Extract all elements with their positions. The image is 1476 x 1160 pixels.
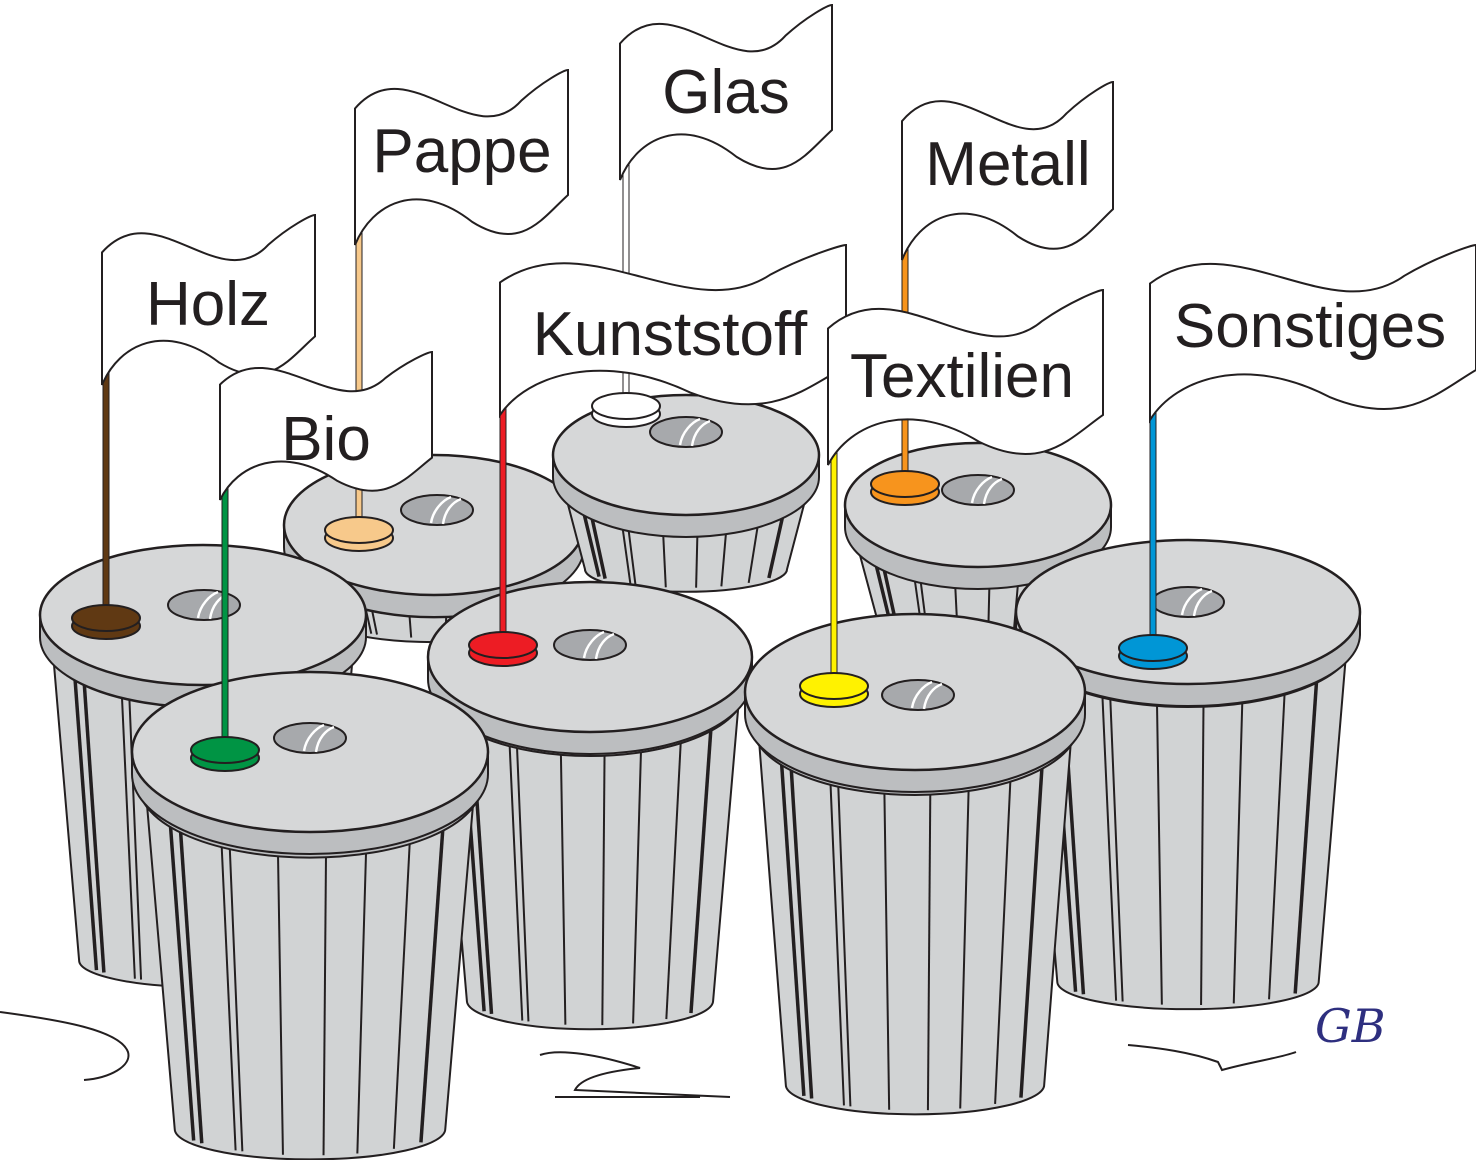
flag-label-glas: Glas — [662, 58, 789, 127]
bin-rib — [559, 710, 567, 1025]
bin-rib — [177, 807, 204, 1144]
flag-pole — [830, 438, 838, 687]
bin-rib — [392, 807, 413, 1149]
bin-rib — [514, 710, 530, 1022]
flag-bio — [219, 350, 433, 501]
lid-slot — [553, 629, 627, 661]
bin-rib — [926, 746, 932, 1111]
bin-rib — [227, 807, 244, 1152]
flag-label-kunststoff: Kunststoff — [533, 300, 808, 369]
bin-rib — [419, 807, 447, 1143]
flag-pappe — [354, 68, 569, 246]
bin-rib — [1232, 663, 1245, 1004]
signature-mark: GB — [1315, 999, 1386, 1053]
bin-rib — [72, 665, 99, 971]
lid-slot — [1151, 586, 1225, 618]
flag-holz — [101, 213, 316, 386]
bin-rib — [827, 746, 845, 1106]
pole-base-disc — [190, 736, 260, 772]
bin-glas: Glas — [551, 3, 833, 593]
pole-base-disc — [870, 470, 940, 506]
flag-pole — [221, 477, 229, 751]
flag-pole — [1149, 393, 1157, 649]
bin-rib — [1155, 663, 1163, 1005]
lid-slot — [881, 679, 955, 711]
flag-label-holz: Holz — [146, 270, 270, 339]
lid-slot — [273, 722, 347, 754]
pole-base-disc — [799, 672, 869, 708]
lid-slot — [649, 416, 723, 448]
lid-slot — [941, 474, 1015, 506]
bin-rib — [507, 710, 524, 1021]
bin-rib — [1019, 746, 1045, 1098]
bin-rib — [665, 710, 684, 1020]
bin-body — [757, 733, 1073, 1116]
ground-stroke — [539, 1051, 731, 1098]
flag-metall — [901, 80, 1114, 261]
bin-body — [1028, 650, 1348, 1011]
ground-stroke — [0, 1011, 130, 1081]
bin-rib — [81, 665, 106, 973]
bin-body — [145, 795, 475, 1160]
flag-glas — [619, 3, 833, 181]
bin-rib — [356, 807, 369, 1154]
bin-rib — [1268, 663, 1288, 1000]
flag-label-pappe: Pappe — [372, 117, 551, 186]
bin-rib — [322, 807, 328, 1156]
lid-slot — [400, 494, 474, 526]
flag-label-bio: Bio — [281, 405, 371, 474]
bin-rib — [882, 746, 891, 1110]
ground-strokes — [0, 1011, 1297, 1098]
pole-base-disc — [324, 516, 394, 552]
ground-stroke — [1127, 1044, 1297, 1072]
bin-rib — [218, 807, 237, 1151]
bin-rib — [167, 807, 196, 1141]
bin-rib — [959, 746, 971, 1109]
pole-base-disc — [468, 631, 538, 667]
bin-rib — [1099, 663, 1118, 1001]
bin-rib — [994, 746, 1013, 1105]
pole-base-disc — [1118, 634, 1188, 670]
bin-rib — [788, 746, 814, 1099]
pole-base-disc — [591, 392, 661, 428]
flag-label-metall: Metall — [925, 130, 1090, 199]
pole-base-disc — [71, 604, 141, 640]
flag-textilien — [827, 288, 1104, 466]
bin-rib — [127, 665, 143, 980]
bin-rib — [1200, 663, 1205, 1006]
flag-label-textilien: Textilien — [850, 342, 1074, 411]
bin-kunststoff: Kunststoff — [426, 243, 847, 1031]
bin-bio: Bio — [130, 350, 490, 1160]
flag-label-sonstiges: Sonstiges — [1174, 292, 1446, 361]
bin-textilien: Textilien — [743, 288, 1104, 1116]
flag-pole — [499, 389, 507, 646]
bin-rib — [778, 746, 806, 1096]
bin-rib — [601, 710, 606, 1026]
signature-text: GB — [1315, 999, 1386, 1053]
bin-sonstiges: Sonstiges — [1014, 243, 1476, 1011]
bin-rib — [276, 807, 284, 1155]
lid-slot — [167, 589, 241, 621]
bin-rib — [119, 665, 136, 979]
flag-pole — [102, 359, 110, 619]
bin-body — [439, 697, 741, 1031]
bin-rib — [835, 746, 852, 1107]
bin-rib — [689, 710, 714, 1014]
bin-rib — [1107, 663, 1124, 1002]
bin-rib — [1293, 663, 1320, 994]
bin-rib — [632, 710, 644, 1024]
